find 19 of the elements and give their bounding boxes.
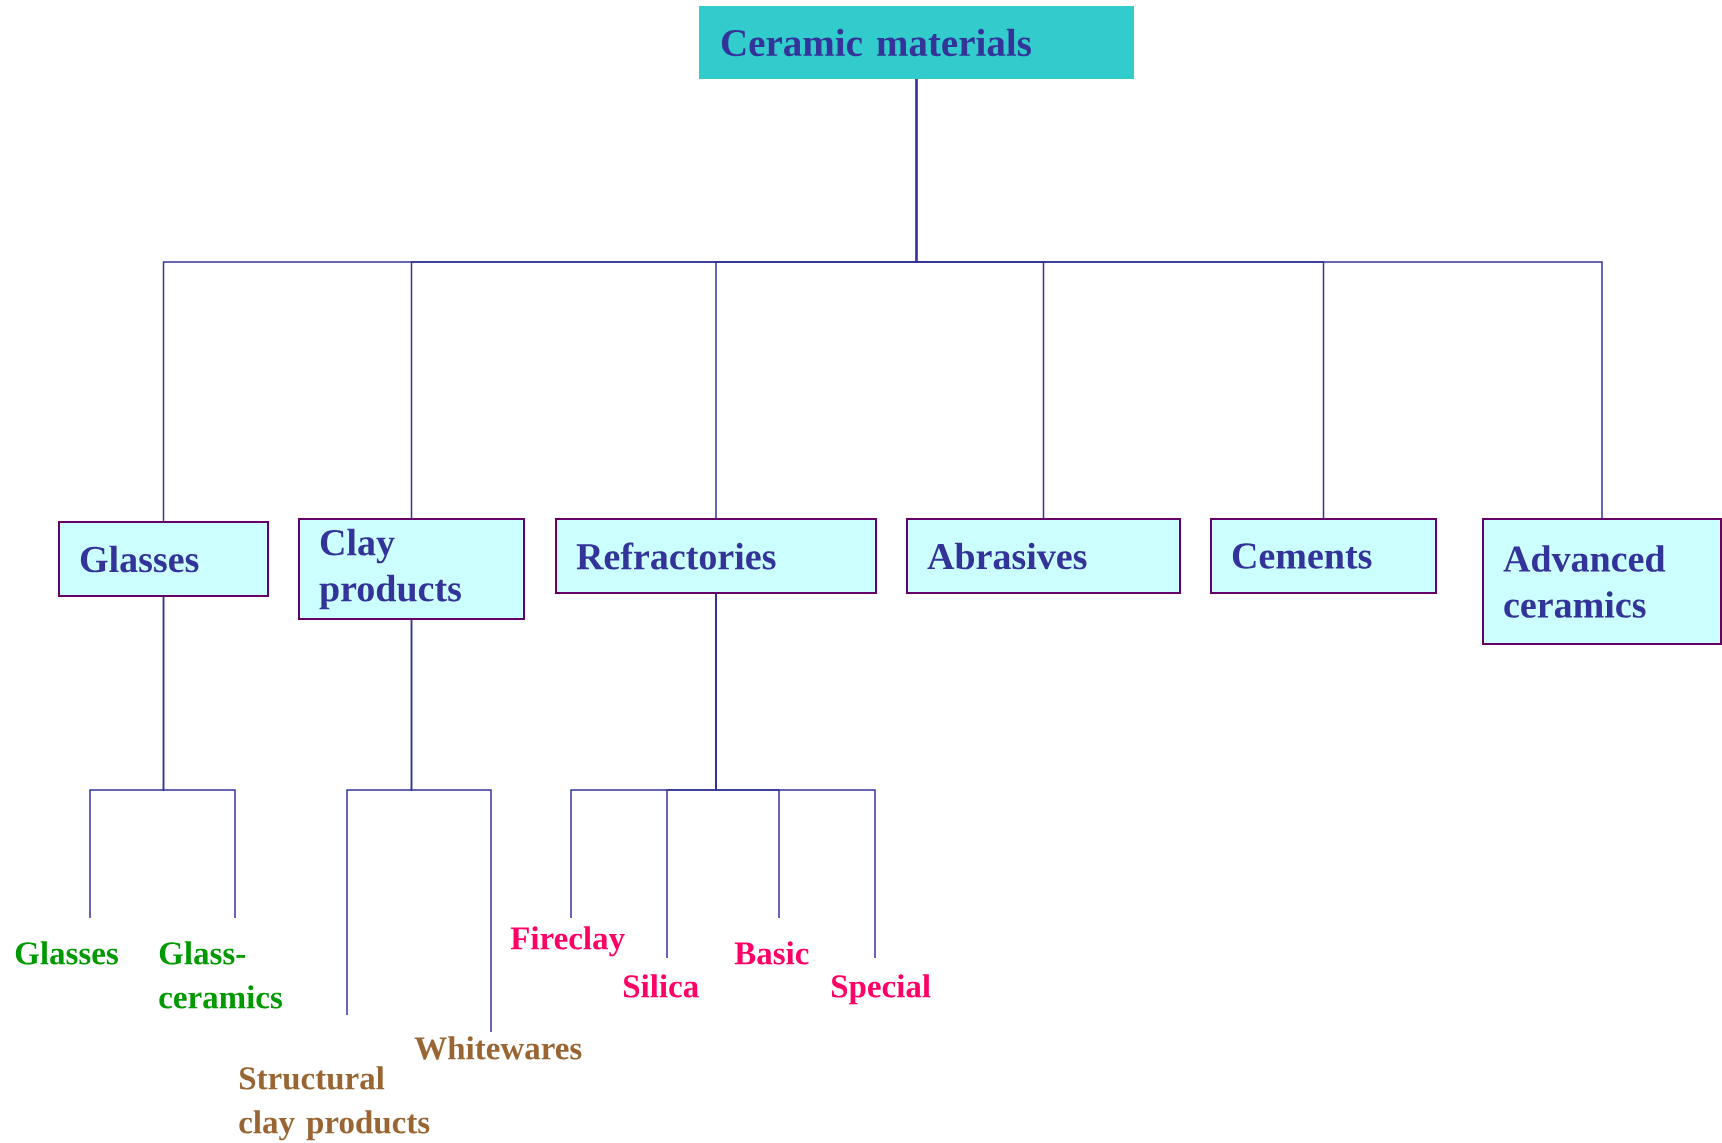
subcategory-label: Basic — [734, 941, 809, 965]
subcategory-label: Special — [831, 974, 931, 1005]
subcategory-label: Structural clay products — [239, 1066, 430, 1141]
subcategory-label: Fireclay — [510, 926, 625, 957]
category-box: Cements — [1210, 518, 1437, 594]
category-box: Refractories — [555, 518, 877, 594]
category-box: Advanced ceramics — [1482, 518, 1722, 645]
category-box: Glasses — [58, 521, 269, 597]
subcategory-label: Silica — [623, 974, 699, 998]
category-box: Clay products — [298, 518, 525, 620]
category-box: Abrasives — [906, 518, 1181, 594]
subcategory-label: Whitewares — [414, 1036, 582, 1060]
connector-line — [162, 596, 236, 919]
subcategory-label: Glass-ceramics — [159, 941, 282, 1009]
connector-line — [410, 619, 492, 1033]
subcategory-label: Glasses — [15, 941, 118, 965]
category-box: Ceramic materials — [699, 6, 1134, 79]
connector-line — [915, 78, 1603, 519]
connector-line — [715, 593, 876, 959]
